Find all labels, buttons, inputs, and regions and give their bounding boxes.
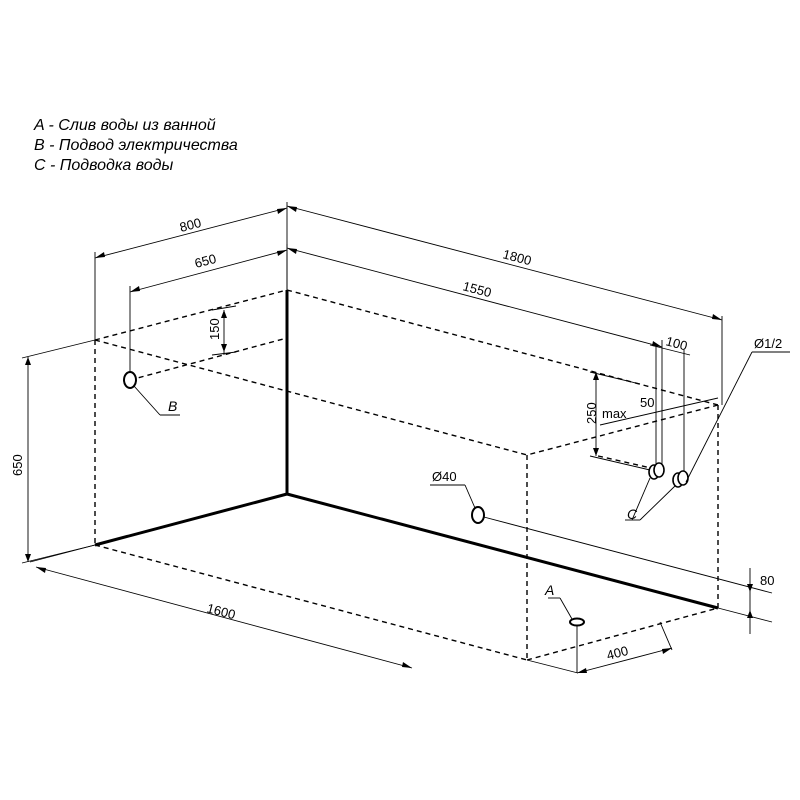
callout-electricity-b: B xyxy=(123,371,180,416)
dimension-overflow-height: 80 xyxy=(479,515,774,634)
overflow-hole-icon xyxy=(471,506,485,524)
dimension-c-vertical: 250 xyxy=(584,371,651,471)
dimension-length-front: 1600 xyxy=(29,544,413,669)
tub-solid-edges xyxy=(94,290,719,610)
dimension-width-offset: 650 xyxy=(129,244,288,378)
dim-text-650-height: 650 xyxy=(10,454,25,476)
dim-text-1800: 1800 xyxy=(501,246,533,268)
label-overflow-diameter: Ø40 xyxy=(432,469,457,484)
dimension-max-50: max 50 xyxy=(599,395,719,426)
dim-text-100: 100 xyxy=(664,333,689,353)
dim-text-max: max xyxy=(602,406,627,421)
legend-item-drain: A - Слив воды из ванной xyxy=(34,117,216,134)
dimension-drain-offset: 400 xyxy=(526,621,673,674)
label-pipe-diameter: Ø1/2 xyxy=(754,336,782,351)
tub-hidden-edges xyxy=(94,289,719,661)
dimension-b-vertical: 150 xyxy=(207,305,237,356)
electric-outlet-icon xyxy=(123,371,137,389)
legend-item-electricity: B - Подвод электричества xyxy=(34,137,238,154)
dim-text-400: 400 xyxy=(605,643,630,663)
dimension-width-total: 800 xyxy=(94,202,288,340)
callout-water-supply-c: C Ø1/2 xyxy=(625,336,790,522)
dim-text-250: 250 xyxy=(584,402,599,424)
dim-text-650-top: 650 xyxy=(193,251,218,271)
callout-drain-a: A xyxy=(544,582,585,627)
dim-text-80: 80 xyxy=(760,573,774,588)
dim-text-1550: 1550 xyxy=(461,278,493,300)
callout-overflow: Ø40 xyxy=(430,469,485,524)
dim-text-1600: 1600 xyxy=(205,600,237,622)
dimension-c-spacing: 100 xyxy=(649,333,691,480)
label-c: C xyxy=(627,506,638,522)
dimension-length-inner: 1550 xyxy=(286,247,663,470)
dimension-length-total: 1800 xyxy=(286,205,723,405)
dim-text-150: 150 xyxy=(207,318,222,340)
label-a: A xyxy=(544,582,554,598)
label-b: B xyxy=(168,398,177,414)
dim-text-50: 50 xyxy=(640,395,654,410)
dimension-height: 650 xyxy=(10,339,96,564)
legend-item-water-supply: C - Подводка воды xyxy=(34,157,174,174)
drain-hole-icon xyxy=(569,617,585,627)
legend: A - Слив воды из ванной B - Подвод элект… xyxy=(34,116,238,176)
dim-text-800: 800 xyxy=(178,215,203,235)
